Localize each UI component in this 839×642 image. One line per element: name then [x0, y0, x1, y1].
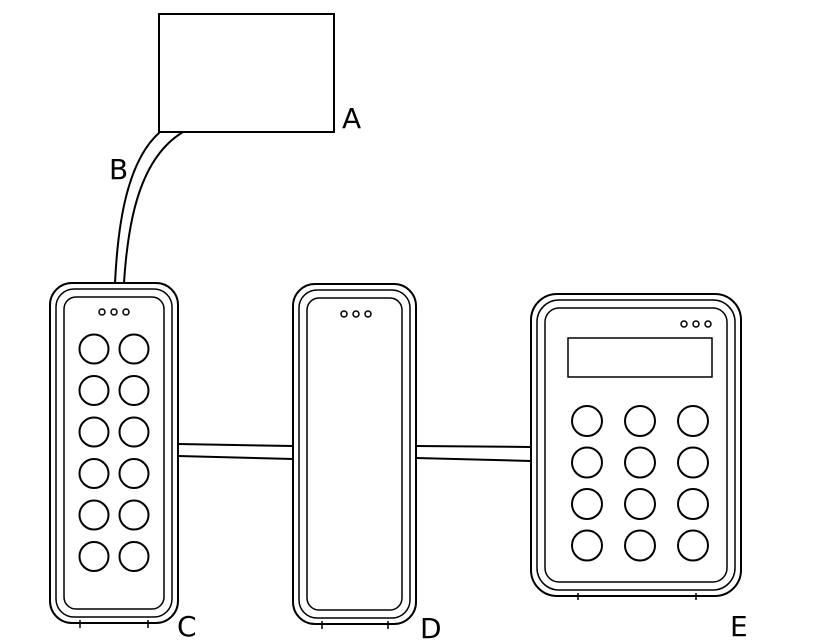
device-c-key — [118, 416, 150, 448]
device-e-key — [571, 446, 603, 479]
device-e-key — [677, 529, 709, 562]
device-e-key — [677, 405, 709, 437]
label-a: A — [342, 102, 361, 135]
device-e-key — [624, 488, 656, 520]
cable-d-e — [415, 445, 532, 462]
device-e-keypad — [571, 405, 709, 562]
device-c-indicator-leds — [98, 308, 130, 316]
device-c-key — [118, 458, 150, 489]
device-d — [292, 283, 417, 629]
device-c-key — [78, 375, 110, 406]
device-e-key — [624, 446, 656, 479]
label-b: B — [109, 153, 128, 186]
device-e-key — [624, 405, 656, 437]
device-c-key — [78, 333, 110, 365]
device-e-key — [571, 529, 603, 562]
device-c — [49, 282, 179, 628]
label-c: C — [177, 610, 197, 642]
device-c-key — [78, 458, 110, 489]
device-c-key — [78, 541, 110, 572]
device-e — [530, 293, 742, 600]
label-d: D — [420, 612, 442, 642]
device-e-key — [571, 488, 603, 520]
device-c-key — [118, 499, 150, 531]
device-c-keypad — [78, 333, 150, 572]
device-e-key — [571, 405, 603, 437]
device-d-indicator-leds — [340, 310, 372, 318]
device-c-key — [118, 541, 150, 572]
device-e-key — [677, 488, 709, 520]
cable-b — [114, 131, 184, 284]
label-e: E — [730, 610, 748, 642]
cable-c-d — [177, 443, 294, 460]
box-a — [158, 13, 335, 133]
device-e-indicator-leds — [680, 320, 712, 328]
device-e-key — [677, 446, 709, 479]
device-c-key — [78, 416, 110, 448]
device-e-display — [567, 337, 713, 378]
device-c-key — [118, 375, 150, 406]
device-e-key — [624, 529, 656, 562]
device-c-key — [78, 499, 110, 531]
device-c-key — [118, 333, 150, 365]
